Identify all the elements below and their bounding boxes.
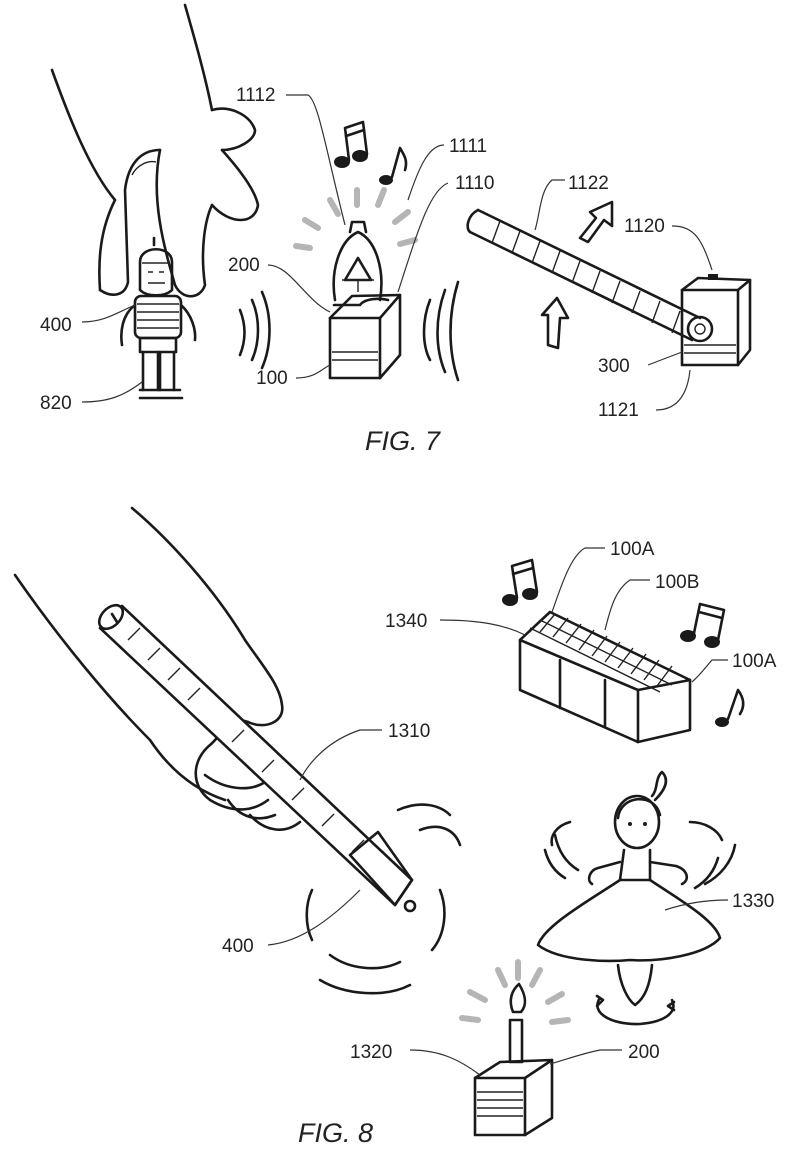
candle-box bbox=[459, 959, 571, 1137]
ref-300: 300 bbox=[598, 356, 630, 377]
ref-1310: 1310 bbox=[388, 721, 430, 742]
sound-wave-marks bbox=[238, 280, 460, 382]
ref-1340: 1340 bbox=[385, 611, 427, 632]
ref-1110: 1110 bbox=[455, 173, 494, 194]
figure-caption: FIG. 8 bbox=[298, 1118, 373, 1148]
ref-1120: 1120 bbox=[624, 216, 665, 237]
toy-figure bbox=[120, 236, 197, 400]
piano-toy bbox=[518, 610, 692, 744]
barrier-gate bbox=[466, 200, 752, 367]
figure-caption: FIG. 7 bbox=[365, 426, 441, 456]
ref-100a-top: 100A bbox=[610, 539, 655, 560]
ref-200: 200 bbox=[228, 255, 260, 276]
ref-100a-right: 100A bbox=[732, 651, 777, 672]
ref-200: 200 bbox=[628, 1042, 660, 1063]
figure-7: 1112 1111 1110 1122 1120 200 400 100 820… bbox=[40, 3, 752, 456]
figure-8: 100A 100B 1340 100A 1310 1330 400 1320 2… bbox=[13, 506, 777, 1148]
ref-400: 400 bbox=[222, 936, 254, 957]
ref-1112: 1112 bbox=[236, 85, 275, 106]
leader-lines bbox=[81, 94, 713, 411]
hand-drawing bbox=[50, 3, 260, 298]
music-note-icon bbox=[502, 558, 745, 727]
ref-820: 820 bbox=[40, 393, 72, 414]
ref-400: 400 bbox=[40, 315, 72, 336]
ref-1320: 1320 bbox=[350, 1042, 392, 1063]
glow-marks bbox=[293, 187, 418, 251]
ref-1330: 1330 bbox=[732, 891, 774, 912]
motion-arcs bbox=[305, 803, 462, 995]
music-note-icon bbox=[334, 120, 408, 185]
leader-lines bbox=[267, 547, 729, 1076]
toy-box-with-light bbox=[328, 220, 402, 380]
ref-1121: 1121 bbox=[598, 400, 639, 421]
dancer-figurine bbox=[536, 770, 737, 1026]
ref-100b: 100B bbox=[655, 572, 699, 593]
magic-wand bbox=[97, 603, 417, 913]
ref-1122: 1122 bbox=[568, 173, 609, 194]
ref-1111: 1111 bbox=[449, 136, 487, 157]
ref-100: 100 bbox=[256, 368, 288, 389]
